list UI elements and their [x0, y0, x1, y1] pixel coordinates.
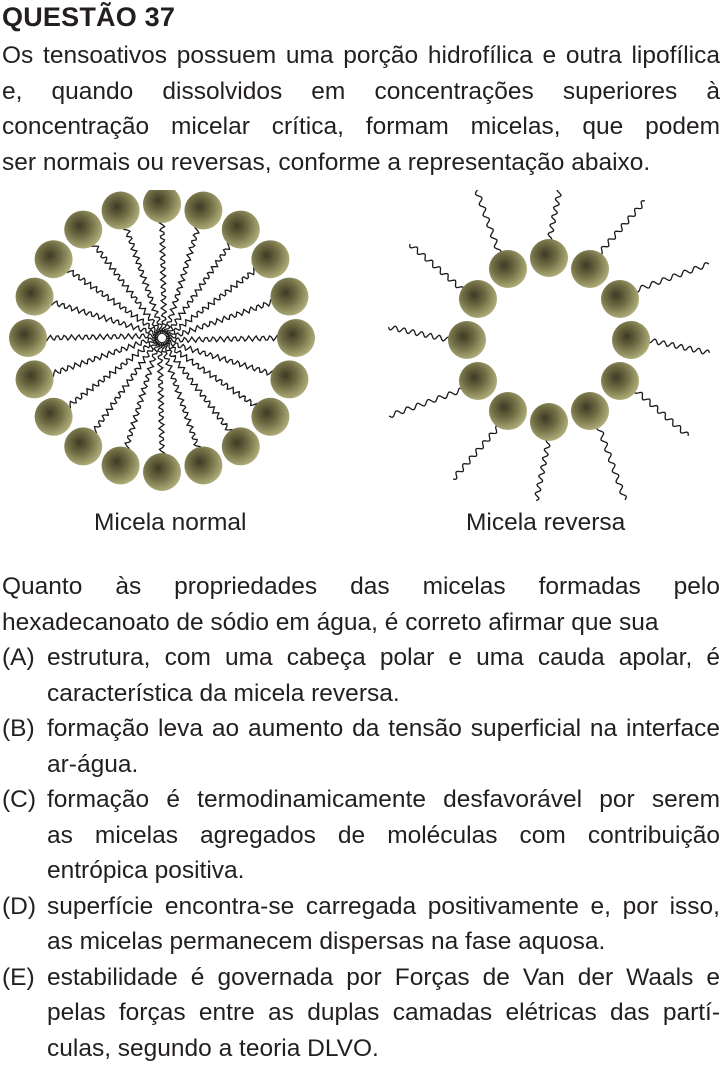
- option-a[interactable]: (A) estrutura, com uma cabeça polar e um…: [2, 640, 720, 711]
- reverse-micelle-tail: [410, 244, 464, 290]
- option-c[interactable]: (C) formação é termodinamicamente desfav…: [2, 782, 720, 889]
- normal-micelle-tail: [45, 333, 159, 340]
- option-text-line: pelas forças entre as duplas camadas elé…: [47, 995, 720, 1031]
- reverse-micelle-head: [571, 250, 609, 288]
- reverse-micelle-head: [448, 321, 486, 359]
- normal-micelle-tail: [160, 221, 167, 335]
- reverse-micelle-head: [612, 321, 650, 359]
- option-text-line: estabilidade é governada por Forças de V…: [47, 960, 720, 996]
- normal-micelle-tail: [157, 341, 164, 455]
- normal-micelle-tail: [92, 243, 163, 334]
- normal-micelle-tail: [67, 269, 160, 334]
- normal-micelle-tail: [161, 342, 232, 433]
- reverse-micelle-head: [489, 250, 527, 288]
- reverse-micelle-head: [530, 239, 568, 277]
- reverse-micelle-tail: [648, 339, 710, 354]
- stem-line: Os tensoativos possuem uma porção hidrof…: [2, 38, 720, 74]
- reverse-micelle-head: [489, 392, 527, 430]
- stem-line: e, quando dissolvidos em concentrações s…: [2, 74, 720, 110]
- reverse-micelle-tail: [453, 426, 499, 480]
- reverse-micelle-tail: [599, 201, 645, 255]
- normal-micelle-head: [16, 278, 54, 316]
- normal-micelle-head: [184, 446, 222, 484]
- normal-micelle-head: [277, 319, 315, 357]
- normal-micelle-head: [270, 360, 308, 398]
- normal-micelle-tail: [93, 339, 158, 432]
- question-stem: Os tensoativos possuem uma porção hidrof…: [2, 38, 720, 180]
- reverse-micelle-tail: [535, 439, 550, 501]
- normal-micelle-head: [251, 398, 289, 436]
- normal-micelle-head: [222, 427, 260, 465]
- normal-micelle-head: [35, 398, 73, 436]
- normal-micelle-head: [270, 278, 308, 316]
- normal-micelle-head: [64, 427, 102, 465]
- normal-micelle-tail: [124, 227, 165, 335]
- option-text-line: estrutura, com uma cabeça polar e uma ca…: [47, 640, 720, 676]
- normal-micelle-tail: [165, 227, 199, 336]
- normal-micelle-tail: [51, 335, 159, 376]
- stem-line: concentração micelar crítica, formam mic…: [2, 109, 720, 145]
- reverse-micelle-tail: [389, 326, 451, 341]
- normal-micelle-head: [222, 211, 260, 249]
- option-text-line: entrópica positiva.: [47, 853, 720, 889]
- normal-micelle-head: [143, 453, 181, 491]
- option-e[interactable]: (E) estabilidade é governada por Forças …: [2, 960, 720, 1066]
- normal-micelle-head: [102, 446, 140, 484]
- normal-micelle-head: [9, 319, 47, 357]
- question-title: QUESTÃO 37: [2, 2, 175, 32]
- normal-micelle-tail: [67, 337, 158, 408]
- reverse-micelle-diagram: [389, 190, 710, 501]
- normal-micelle-tail: [166, 243, 231, 336]
- normal-micelle-tail: [125, 340, 159, 449]
- option-label: (B): [2, 711, 35, 747]
- normal-micelle-tail: [166, 300, 273, 341]
- question-line: hexadecanoato de sódio em água, é corret…: [2, 605, 720, 641]
- normal-micelle-head: [251, 240, 289, 278]
- normal-micelle-tail: [159, 342, 200, 450]
- option-d[interactable]: (D) superfície encontra-se carregada pos…: [2, 889, 720, 960]
- normal-micelle-head: [64, 211, 102, 249]
- option-text-line: as micelas agregados de moléculas com co…: [47, 818, 720, 854]
- stem-line: ser normais ou reversas, conforme a repr…: [2, 145, 720, 181]
- reverse-micelle-head: [459, 280, 497, 318]
- normal-micelle-head: [35, 240, 73, 278]
- reverse-micelle-tail: [635, 390, 689, 436]
- reverse-micelle-head: [601, 362, 639, 400]
- reverse-micelle-head: [459, 362, 497, 400]
- question-body: Quanto às propriedades das micelas forma…: [2, 569, 720, 1066]
- reverse-micelle-head: [601, 280, 639, 318]
- option-label: (E): [2, 960, 35, 996]
- normal-micelle-head: [143, 190, 181, 223]
- reverse-micelle-caption: Micela reversa: [466, 508, 625, 538]
- option-text-line: formação é termodinamicamente desfavoráv…: [47, 782, 720, 818]
- reverse-micelle-tail: [548, 190, 563, 241]
- option-label: (C): [2, 782, 36, 818]
- normal-micelle-tail: [163, 342, 256, 407]
- micelle-figure: [0, 190, 724, 550]
- normal-micelle-caption: Micela normal: [94, 508, 247, 538]
- option-label: (D): [2, 889, 36, 925]
- normal-micelle-tail: [51, 301, 160, 335]
- reverse-micelle-head: [530, 403, 568, 441]
- option-text-line: característica da micela reversa.: [47, 676, 720, 712]
- normal-micelle-tail: [164, 341, 273, 375]
- reverse-micelle-tail: [389, 388, 463, 417]
- option-text-line: formação leva ao aumento da tensão super…: [47, 711, 720, 747]
- normal-micelle-head: [102, 192, 140, 230]
- reverse-micelle-tail: [635, 263, 709, 292]
- normal-micelle-head: [16, 360, 54, 398]
- normal-micelle-tail: [166, 268, 257, 339]
- option-b[interactable]: (B) formação leva ao aumento da tensão s…: [2, 711, 720, 782]
- option-label: (A): [2, 640, 35, 676]
- question-line: Quanto às propriedades das micelas forma…: [2, 569, 720, 605]
- normal-micelle-tail: [165, 336, 279, 343]
- option-text-line: ar-água.: [47, 747, 720, 783]
- normal-micelle-diagram: [9, 190, 315, 491]
- normal-micelle-head: [184, 192, 222, 230]
- reverse-micelle-head: [571, 392, 609, 430]
- option-text-line: superfície encontra-se carregada positiv…: [47, 889, 720, 925]
- option-text-line: as micelas permanecem dispersas na fase …: [47, 924, 720, 960]
- reverse-micelle-tail: [472, 190, 501, 254]
- reverse-micelle-tail: [597, 426, 626, 500]
